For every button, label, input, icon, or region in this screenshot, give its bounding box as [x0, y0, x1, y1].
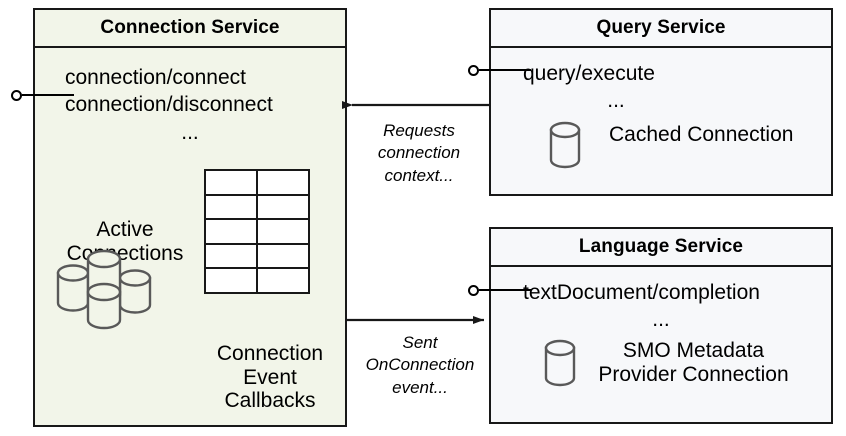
edge-label-requests-connection-context: Requests connection context... — [377, 121, 461, 185]
table-cell — [206, 269, 256, 292]
smo-metadata-provider-connection-label: SMO Metadata Provider Connection — [598, 339, 789, 386]
cached-connection-label: Cached Connection — [609, 123, 794, 146]
component-query-service[interactable]: Query Service query/execute ... Cached C… — [489, 8, 833, 196]
active-connections-label: Active Connections — [66, 218, 184, 265]
component-connection-service[interactable]: Connection Service connection/connect co… — [33, 8, 347, 427]
table-cell — [206, 244, 256, 268]
table-cell — [206, 171, 256, 194]
connection-service-body: connection/connect connection/disconnect… — [35, 48, 345, 425]
connection-event-callbacks-label: Connection Event Callbacks — [216, 342, 324, 413]
lollipop-circle-icon — [11, 90, 22, 101]
table-cell — [206, 195, 256, 219]
language-service-provided-interface-icon[interactable] — [468, 285, 531, 296]
query-service-title: Query Service — [491, 10, 831, 48]
language-service-title: Language Service — [491, 229, 831, 267]
lollipop-circle-icon — [468, 65, 479, 76]
query-service-body: query/execute ... Cached Connection — [491, 48, 831, 194]
edge-label-sent-onconnection-event: Sent OnConnection event... — [365, 333, 475, 397]
connection-service-operations-ellipsis: ... — [181, 121, 199, 144]
query-service-operation-execute[interactable]: query/execute — [523, 62, 655, 85]
callbacks-table-glyph — [204, 169, 310, 294]
query-service-provided-interface-icon[interactable] — [468, 65, 531, 76]
connection-service-title: Connection Service — [35, 10, 345, 48]
connection-service-operation-disconnect[interactable]: connection/disconnect — [65, 93, 273, 116]
lollipop-stem — [22, 94, 74, 96]
query-service-operations-ellipsis: ... — [607, 89, 625, 112]
language-service-operations-ellipsis: ... — [652, 308, 670, 331]
table-cell — [258, 171, 308, 194]
language-service-body: textDocument/completion ... SMO Metadata… — [491, 267, 831, 422]
lollipop-stem — [479, 69, 531, 71]
connection-service-operation-connect[interactable]: connection/connect — [65, 66, 246, 89]
connection-service-provided-interface-icon[interactable] — [11, 90, 74, 101]
table-cell — [258, 269, 308, 292]
table-cell — [258, 244, 308, 268]
lollipop-stem — [479, 289, 531, 291]
table-cell — [258, 220, 308, 243]
component-language-service[interactable]: Language Service textDocument/completion… — [489, 227, 833, 424]
table-cell — [206, 220, 256, 243]
language-service-operation-completion[interactable]: textDocument/completion — [523, 281, 760, 304]
table-cell — [258, 195, 308, 219]
lollipop-circle-icon — [468, 285, 479, 296]
